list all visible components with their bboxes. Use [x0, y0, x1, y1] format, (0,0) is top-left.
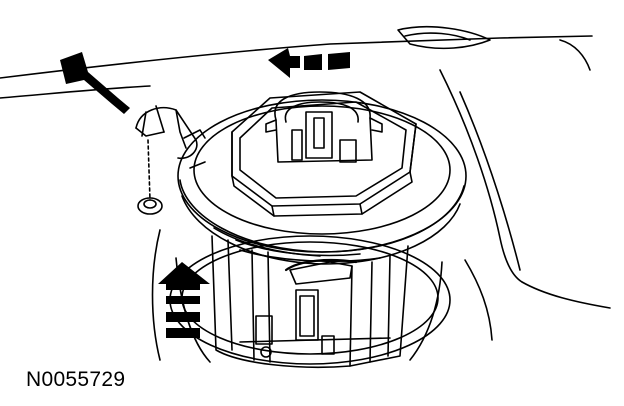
flange-tab [136, 106, 205, 168]
dashed-direction-arrow-icon [268, 48, 350, 78]
large-pointer-arrow-icon [60, 52, 130, 114]
locator-guide [138, 140, 162, 214]
lock-ring [232, 92, 416, 216]
pump-flange [178, 100, 466, 264]
fuel-tank-outline [0, 27, 610, 360]
electrical-connector [266, 92, 382, 162]
retaining-strap [286, 260, 356, 270]
figure-id-label: N0055729 [26, 368, 126, 391]
dashed-up-arrow-icon [158, 262, 210, 338]
pump-module-body [212, 236, 408, 367]
